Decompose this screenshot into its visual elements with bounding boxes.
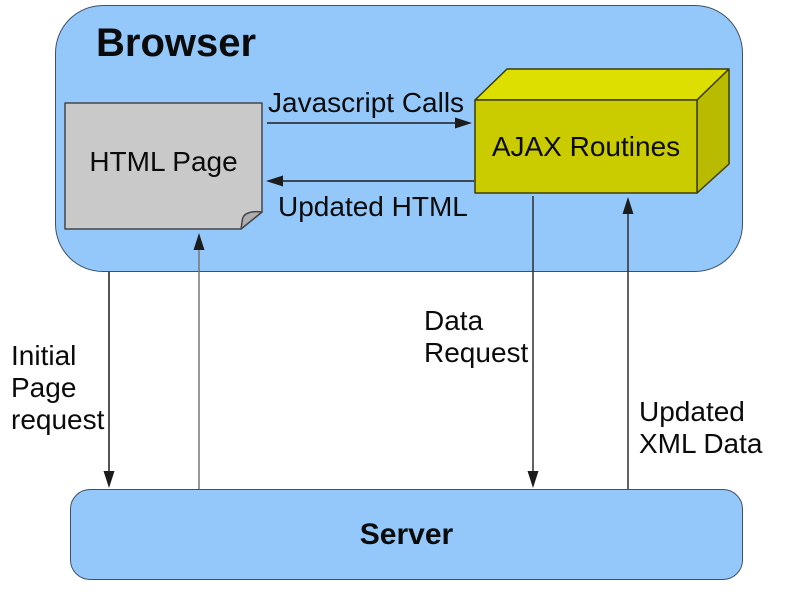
edge-label-javascript-calls: Javascript Calls bbox=[268, 87, 465, 118]
label-line: XML Data bbox=[639, 428, 763, 459]
label-line: request bbox=[11, 404, 105, 435]
edge-page-response-arrowhead-icon bbox=[193, 233, 205, 250]
ajax-routines-label: AJAX Routines bbox=[491, 130, 681, 162]
edge-initial-page-request bbox=[103, 272, 115, 488]
edge-javascript-calls bbox=[267, 117, 472, 129]
edge-label-updated-html: Updated HTML bbox=[278, 191, 468, 222]
label-line: Data bbox=[424, 305, 484, 336]
label-line: Updated bbox=[639, 396, 745, 427]
edge-updated-xml-data-arrowhead-icon bbox=[622, 197, 634, 214]
edge-data-request-arrowhead-icon bbox=[527, 471, 539, 488]
edge-data-request bbox=[527, 196, 539, 488]
browser-label: Browser bbox=[96, 21, 257, 65]
edge-label-updated-xml-data: Updated XML Data bbox=[639, 396, 762, 460]
edge-updated-xml-data bbox=[622, 197, 634, 489]
label-line: Page bbox=[11, 372, 77, 403]
label-line: Initial bbox=[11, 340, 77, 371]
edge-page-response bbox=[193, 233, 205, 489]
document-fold-corner-icon bbox=[240, 210, 263, 230]
edge-label-data-request: Data Request bbox=[424, 305, 528, 369]
server-label: Server bbox=[359, 517, 454, 551]
edge-updated-html bbox=[266, 175, 474, 187]
edge-initial-page-request-arrowhead-icon bbox=[103, 471, 115, 488]
html-page-document-shape bbox=[64, 102, 263, 230]
edge-label-initial-page-request: Initial Page request bbox=[11, 340, 104, 436]
edge-javascript-calls-arrowhead-icon bbox=[455, 117, 472, 129]
label-line: Request bbox=[424, 337, 529, 368]
box-top-face bbox=[474, 68, 730, 101]
server-container: Server bbox=[70, 489, 743, 580]
html-page-label: HTML Page bbox=[89, 146, 238, 177]
ajax-routines-3d-box-shape bbox=[474, 68, 730, 194]
edge-updated-html-arrowhead-icon bbox=[266, 175, 283, 187]
box-front-face bbox=[474, 99, 698, 194]
